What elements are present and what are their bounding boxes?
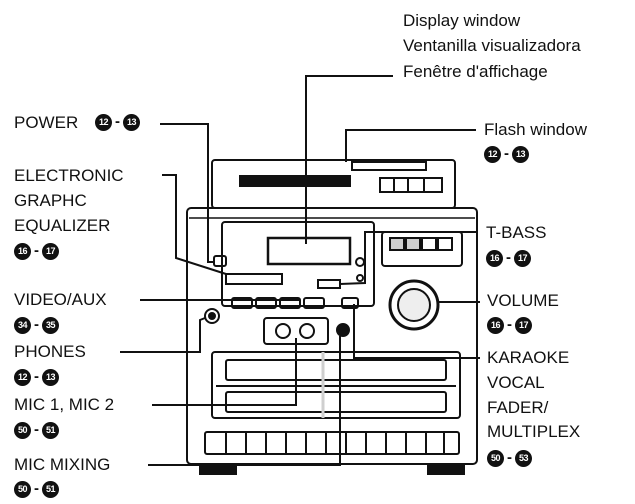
power-label: POWER bbox=[14, 113, 79, 132]
leader-power bbox=[160, 123, 214, 263]
display-label-en: Display window bbox=[403, 11, 521, 30]
equalizer-ref-b: 17 bbox=[42, 242, 59, 260]
micmix-ref-b: 51 bbox=[42, 480, 59, 498]
cassette-deck bbox=[211, 351, 461, 419]
micmix-refs: 50-51 bbox=[14, 480, 59, 498]
volume-refs: 16-17 bbox=[487, 316, 532, 334]
main-body bbox=[186, 207, 478, 465]
volume-ref-a: 16 bbox=[487, 316, 504, 334]
phones-label: PHONES bbox=[14, 342, 86, 361]
equalizer-label-2: GRAPHC bbox=[14, 191, 87, 210]
tbass-refs: 16-17 bbox=[486, 249, 531, 267]
mic-label: MIC 1, MIC 2 bbox=[14, 395, 115, 414]
leader-micmix bbox=[148, 336, 341, 466]
power-ref-b: 13 bbox=[123, 113, 140, 131]
karaoke-label-1: KARAOKE bbox=[487, 348, 570, 367]
mic2-jack bbox=[299, 323, 315, 339]
cd-tray-slot bbox=[239, 175, 351, 187]
karaoke-ref-a: 50 bbox=[487, 449, 504, 467]
top-button-row bbox=[379, 177, 443, 193]
flash-refs: 12-13 bbox=[484, 145, 529, 163]
power-ref-a: 12 bbox=[95, 113, 112, 131]
karaoke-ref-b: 53 bbox=[515, 449, 532, 467]
leader-phones bbox=[120, 317, 206, 353]
karaoke-label-2: VOCAL bbox=[487, 373, 545, 392]
leader-flash bbox=[345, 129, 476, 162]
display-label-fr: Fenêtre d'affichage bbox=[403, 62, 548, 81]
tbass-button bbox=[317, 279, 341, 289]
flash-ref-a: 12 bbox=[484, 145, 501, 163]
equalizer-label-3: EQUALIZER bbox=[14, 216, 111, 235]
volume-knob bbox=[388, 279, 440, 331]
video-label: VIDEO/AUX bbox=[14, 290, 107, 309]
equalizer-sliders bbox=[225, 273, 283, 285]
video-refs: 34-35 bbox=[14, 316, 59, 334]
flash-window bbox=[351, 161, 427, 171]
leader-equalizer bbox=[162, 174, 227, 275]
tbass-ref-b: 17 bbox=[514, 249, 531, 267]
volume-ref-b: 17 bbox=[515, 316, 532, 334]
mic-mixing-knob bbox=[336, 323, 350, 337]
mic-ref-b: 51 bbox=[42, 421, 59, 439]
volume-label: VOLUME bbox=[487, 291, 559, 310]
power-button bbox=[213, 255, 227, 267]
control-panel bbox=[221, 221, 375, 307]
leader-display bbox=[305, 75, 393, 244]
video-ref-a: 34 bbox=[14, 316, 31, 334]
karaoke-refs: 50-53 bbox=[487, 449, 532, 467]
micmix-ref-a: 50 bbox=[14, 480, 31, 498]
leader-karaoke bbox=[353, 304, 480, 359]
tape-button-row bbox=[204, 431, 460, 455]
display-window bbox=[266, 236, 352, 266]
equalizer-label-1: ELECTRONIC bbox=[14, 166, 124, 185]
tbass-label: T-BASS bbox=[486, 223, 547, 242]
video-ref-b: 35 bbox=[42, 316, 59, 334]
tbass-ref-a: 16 bbox=[486, 249, 503, 267]
display-label-es: Ventanilla visualizadora bbox=[403, 36, 581, 55]
flash-ref-b: 13 bbox=[512, 145, 529, 163]
karaoke-label-4: MULTIPLEX bbox=[487, 422, 581, 441]
phones-refs: 12-13 bbox=[14, 368, 59, 386]
phones-jack bbox=[204, 308, 220, 324]
equalizer-ref-a: 16 bbox=[14, 242, 31, 260]
mic1-jack bbox=[275, 323, 291, 339]
power-refs: 12-13 bbox=[95, 113, 140, 131]
leader-mic bbox=[152, 338, 297, 406]
phones-ref-a: 12 bbox=[14, 368, 31, 386]
karaoke-label-3: FADER/ bbox=[487, 398, 549, 417]
flash-label: Flash window bbox=[484, 120, 587, 139]
equalizer-refs: 16-17 bbox=[14, 242, 59, 260]
mic-ref-a: 50 bbox=[14, 421, 31, 439]
mic-refs: 50-51 bbox=[14, 421, 59, 439]
mode-knob bbox=[355, 257, 365, 267]
phones-ref-b: 13 bbox=[42, 368, 59, 386]
micmix-label: MIC MIXING bbox=[14, 455, 111, 474]
leader-tbass bbox=[339, 231, 478, 285]
